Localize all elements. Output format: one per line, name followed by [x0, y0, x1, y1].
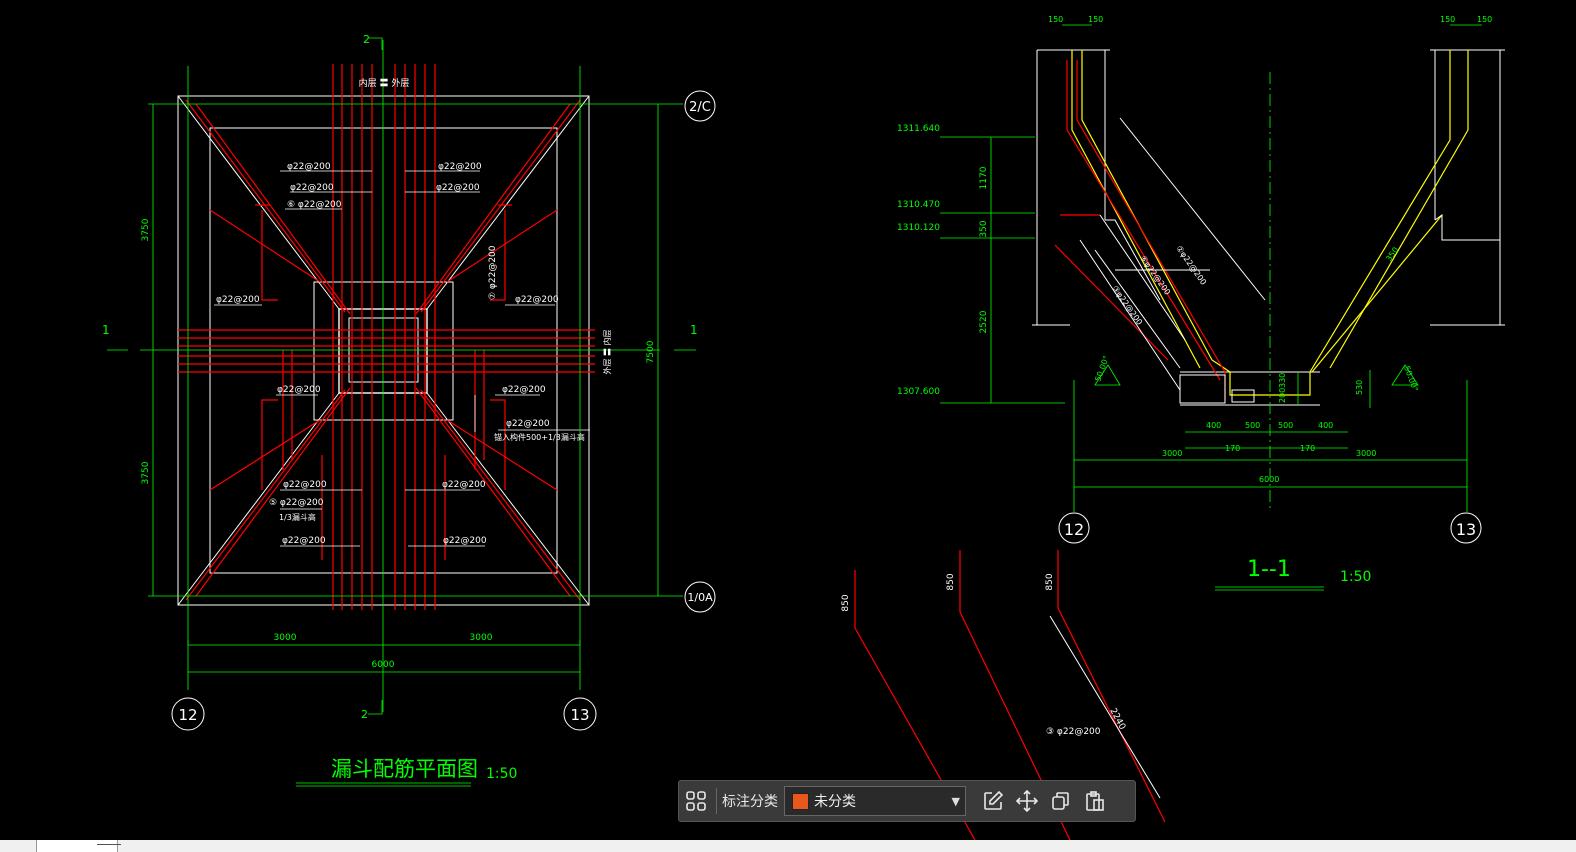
- section-mark-right: 1: [690, 323, 698, 337]
- rebar-label: φ22@200: [442, 480, 486, 490]
- detail-view: [854, 550, 1166, 840]
- section-mark-bottom: 2: [361, 708, 368, 721]
- detail-rebar: ③ φ22@200: [1046, 727, 1101, 737]
- section-title: 1--1: [1247, 557, 1291, 582]
- plan-note-b: 1/3漏斗高: [279, 512, 316, 522]
- section-dim-top: 150: [1440, 15, 1455, 24]
- layout-tab[interactable]: [36, 840, 121, 852]
- section-dim-v1: 1170: [979, 166, 989, 189]
- plan-note-a: 锚入构件500+1/3漏斗高: [494, 432, 585, 442]
- plan-side-note: 外层 〓 内层: [602, 329, 612, 374]
- section-note: ②φ22@200: [1174, 244, 1208, 287]
- rebar-label: φ22@200: [287, 162, 331, 172]
- plan-dim-bottom-left: 3000: [274, 633, 297, 643]
- rebar-label: ⑤ φ22@200: [269, 498, 324, 508]
- rebar-label: φ22@200: [506, 419, 550, 429]
- rebar-label: ⑥ φ22@200: [287, 200, 342, 210]
- status-bar: [0, 840, 1576, 852]
- plan-top-note: 内层 〓 外层: [359, 77, 410, 89]
- section-dim-slope: 350: [1384, 245, 1400, 263]
- plan-axis-13: 13: [570, 706, 589, 724]
- section-dim-top: 150: [1477, 15, 1492, 24]
- plan-title: 漏斗配筋平面图: [331, 757, 478, 781]
- grid-icon[interactable]: [679, 784, 713, 818]
- section-dim-330: 330: [1278, 373, 1287, 388]
- section-dim-top: 150: [1088, 15, 1103, 24]
- rebar-label: φ22@200: [438, 162, 482, 172]
- rebar-label: φ22@200: [216, 295, 260, 305]
- plan-dim-right: 7500: [646, 340, 656, 363]
- rebar-label: ⑦ φ22@200: [488, 245, 498, 300]
- section-dim-v2: 350: [979, 220, 989, 237]
- elevation-3: 1310.120: [897, 223, 940, 233]
- detail-dim: 2240: [1107, 707, 1127, 732]
- section-dim-v3: 2520: [979, 310, 989, 333]
- paste-icon[interactable]: [1078, 784, 1112, 818]
- elevation-4: 1307.600: [897, 387, 940, 397]
- rebar-label: φ22@200: [515, 295, 559, 305]
- section-axis-12: 12: [1064, 520, 1084, 539]
- annotation-toolbar: 标注分类 未分类 ▼: [678, 780, 1136, 822]
- section-dim-200: 200: [1278, 388, 1287, 403]
- copy-icon[interactable]: [1044, 784, 1078, 818]
- category-selected-value: 未分类: [814, 794, 856, 810]
- annotation-category-label: 标注分类: [722, 794, 778, 810]
- section-dim-b2: 170: [1225, 444, 1240, 453]
- detail-dim: 850: [841, 594, 851, 611]
- detail-dim: 850: [946, 573, 956, 590]
- plan-dim-bottom-right: 3000: [470, 633, 493, 643]
- plan-axis-12: 12: [178, 706, 197, 724]
- section-dim-b: 500: [1278, 421, 1293, 430]
- detail-dim: 850: [1045, 573, 1055, 590]
- section-dim-b-total: 6000: [1259, 475, 1279, 484]
- section-dim-b: 400: [1318, 421, 1333, 430]
- plan-axis-2c: 2/C: [689, 100, 711, 115]
- category-color-swatch: [792, 792, 809, 810]
- plan-axis-10a: 1/0A: [687, 591, 713, 604]
- elevation-2: 1310.470: [897, 200, 940, 210]
- section-dim-530: 530: [1355, 380, 1364, 395]
- plan-dim-left-top: 3750: [141, 218, 151, 241]
- toolbar-divider: [716, 788, 717, 814]
- rebar-label: φ22@200: [283, 480, 327, 490]
- section-note: ③φ22@200: [1110, 284, 1144, 327]
- rebar-label: φ22@200: [290, 183, 334, 193]
- section-note: ⑥φ22@200: [1138, 254, 1172, 297]
- section-dim-b2: 170: [1300, 444, 1315, 453]
- section-mark-top: 2: [363, 33, 370, 46]
- section-axis-13: 13: [1456, 520, 1476, 539]
- section-dim-b-left: 3000: [1162, 449, 1182, 458]
- section-angle-right: 50.00°: [1402, 365, 1420, 393]
- section-dim-b: 400: [1206, 421, 1221, 430]
- chevron-down-icon: ▼: [951, 795, 960, 808]
- edit-icon[interactable]: [976, 784, 1010, 818]
- elevation-1: 1311.640: [897, 124, 940, 134]
- section-dim-top: 150: [1048, 15, 1063, 24]
- section-angle-left: 50.00°: [1093, 354, 1111, 382]
- rebar-label: φ22@200: [443, 536, 487, 546]
- plan-dim-bottom-total: 6000: [372, 660, 395, 670]
- plan-scale: 1:50: [486, 766, 517, 782]
- rebar-label: φ22@200: [277, 385, 321, 395]
- rebar-label: φ22@200: [282, 536, 326, 546]
- section-dim-b: 500: [1245, 421, 1260, 430]
- plan-view: [107, 37, 716, 787]
- rebar-label: φ22@200: [436, 183, 480, 193]
- section-mark-left: 1: [102, 323, 110, 337]
- section-scale: 1:50: [1340, 569, 1371, 585]
- section-dim-b-right: 3000: [1356, 449, 1376, 458]
- annotation-category-select[interactable]: 未分类 ▼: [784, 786, 966, 816]
- move-icon[interactable]: [1010, 784, 1044, 818]
- section-view: [940, 24, 1505, 591]
- plan-dim-left-bottom: 3750: [141, 461, 151, 484]
- rebar-label: φ22@200: [502, 385, 546, 395]
